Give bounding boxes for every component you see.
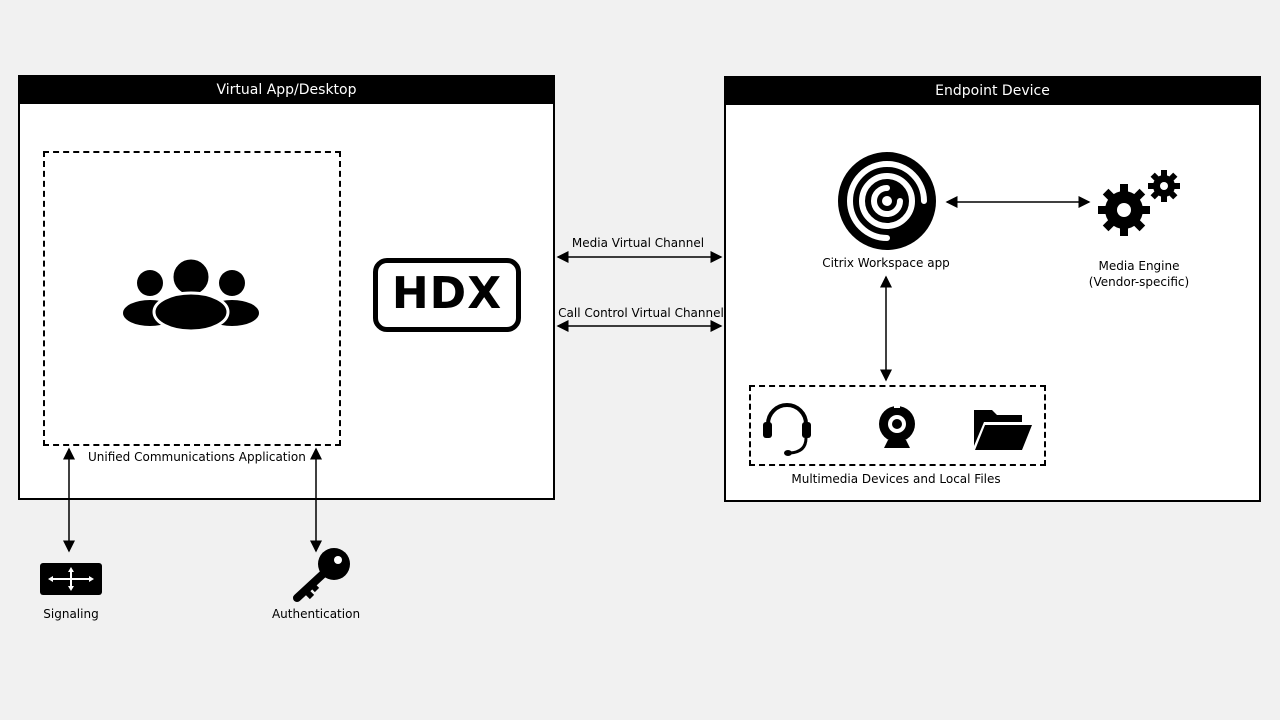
- media-engine-sublabel: (Vendor-specific): [1088, 275, 1190, 289]
- panel-title-endpoint: Endpoint Device: [726, 78, 1259, 105]
- gears-icon: [1098, 170, 1180, 236]
- media-virtual-channel-label: Media Virtual Channel: [571, 236, 705, 250]
- uc-app-label: Unified Communications Application: [88, 450, 306, 464]
- media-engine-label: Media Engine: [1098, 259, 1180, 273]
- folder-icon: [974, 410, 1032, 450]
- signaling-router-icon: [40, 563, 102, 595]
- call-control-channel-label: Call Control Virtual Channel: [558, 306, 724, 320]
- devices-label: Multimedia Devices and Local Files: [791, 472, 1001, 486]
- users-group-icon: [123, 258, 259, 332]
- endpoint-device-panel: Endpoint Device: [724, 76, 1261, 502]
- signaling-label: Signaling: [43, 607, 99, 621]
- citrix-workspace-label: Citrix Workspace app: [822, 256, 950, 270]
- virtual-app-desktop-panel: Virtual App/Desktop: [18, 75, 555, 500]
- uc-app-box: [43, 151, 341, 446]
- headset-icon: [763, 403, 811, 456]
- devices-box: [749, 385, 1046, 466]
- key-icon: [293, 548, 350, 602]
- panel-title-virtual-app: Virtual App/Desktop: [20, 77, 553, 104]
- hdx-logo: HDX: [373, 258, 521, 332]
- authentication-label: Authentication: [271, 607, 361, 621]
- webcam-icon: [879, 405, 915, 448]
- citrix-workspace-icon: [838, 152, 936, 250]
